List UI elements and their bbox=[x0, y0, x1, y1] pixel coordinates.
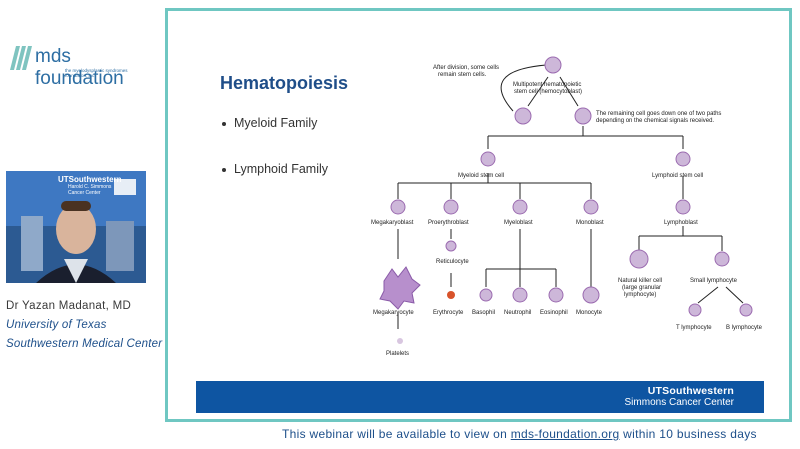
mds-foundation-logo: mds foundation the myelodysplastic syndr… bbox=[10, 44, 150, 89]
monocyte-label: Monocyte bbox=[576, 310, 603, 316]
nk-cell-label-2: (large granular bbox=[622, 285, 661, 291]
lymphoid-stem-label: Lymphoid stem cell bbox=[652, 173, 703, 179]
proerythroblast-label: Proerythroblast bbox=[428, 220, 469, 226]
myeloid-stem-label: Myeloid stem cell bbox=[458, 173, 504, 179]
erythrocyte-label: Erythrocyte bbox=[433, 310, 464, 316]
logo-text: mds foundation bbox=[35, 46, 124, 89]
basophil-label: Basophil bbox=[472, 310, 495, 316]
note-paths-1: The remaining cell goes down one of two … bbox=[596, 111, 721, 117]
megakaryocyte-label: Megakaryocyte bbox=[373, 310, 414, 316]
note-division-1: After division, some cells bbox=[433, 65, 499, 71]
slide: Hematopoiesis Myeloid Family Lymphoid Fa… bbox=[168, 11, 789, 419]
note-division-2: remain stem cells. bbox=[438, 72, 487, 78]
mds-foundation-link[interactable]: mds-foundation.org bbox=[510, 427, 620, 441]
nk-cell-label-3: lymphocyte) bbox=[624, 292, 656, 298]
b-lymphocyte-label: B lymphocyte bbox=[726, 325, 763, 331]
slide-title: Hematopoiesis bbox=[220, 73, 349, 93]
notice-suffix: within 10 business days bbox=[619, 427, 757, 441]
t-lymphocyte-label: T lymphocyte bbox=[676, 325, 712, 331]
video-center-line2: Cancer Center bbox=[68, 190, 101, 196]
logo-bars-icon bbox=[10, 46, 32, 70]
slide-frame: Hematopoiesis Myeloid Family Lymphoid Fa… bbox=[165, 8, 792, 422]
footer-center: Simmons Cancer Center bbox=[624, 397, 734, 408]
myeloblast-label: Myeloblast bbox=[504, 220, 533, 226]
logo-tagline: the myelodysplastic syndromes foundation… bbox=[65, 68, 128, 78]
monoblast-label: Monoblast bbox=[576, 220, 604, 226]
speaker-video: UTSouthwestern Harold C. Simmons Cancer … bbox=[6, 171, 146, 283]
platelets-label: Platelets bbox=[386, 351, 409, 357]
availability-notice: This webinar will be available to view o… bbox=[282, 427, 757, 441]
slide-footer-banner: UTSouthwestern Simmons Cancer Center bbox=[196, 381, 764, 413]
hemocytoblast-label-2: stem cell (hemocytoblast) bbox=[514, 89, 582, 95]
speaker-affiliation-2: Southwestern Medical Center bbox=[6, 338, 163, 350]
speaker-affiliation-1: University of Texas bbox=[6, 319, 107, 331]
video-org-text: UTSouthwestern bbox=[58, 175, 122, 184]
notice-prefix: This webinar will be available to view o… bbox=[282, 427, 511, 441]
video-center-line1: Harold C. Simmons bbox=[68, 184, 112, 190]
speaker-name: Dr Yazan Madanat, MD bbox=[6, 300, 132, 312]
hemocytoblast-label-1: Multipotent hematopoietic bbox=[513, 82, 581, 88]
bullet-myeloid: Myeloid Family bbox=[222, 116, 317, 130]
nk-cell-label-1: Natural killer cell bbox=[618, 278, 662, 284]
reticulocyte-label: Reticulocyte bbox=[436, 259, 469, 265]
speaker-video-frame bbox=[6, 171, 146, 283]
hematopoiesis-diagram: After division, some cells remain stem c… bbox=[371, 56, 763, 357]
footer-org: UTSouthwestern bbox=[647, 385, 734, 397]
lymphoblast-label: Lymphoblast bbox=[664, 220, 698, 226]
note-paths-2: depending on the chemical signals receiv… bbox=[596, 118, 714, 124]
neutrophil-label: Neutrophil bbox=[504, 310, 531, 316]
megakaryoblast-label: Megakaryoblast bbox=[371, 220, 414, 226]
bullet-lymphoid: Lymphoid Family bbox=[222, 162, 328, 176]
small-lymphocyte-label: Small lymphocyte bbox=[690, 278, 738, 284]
eosinophil-label: Eosinophil bbox=[540, 310, 568, 316]
